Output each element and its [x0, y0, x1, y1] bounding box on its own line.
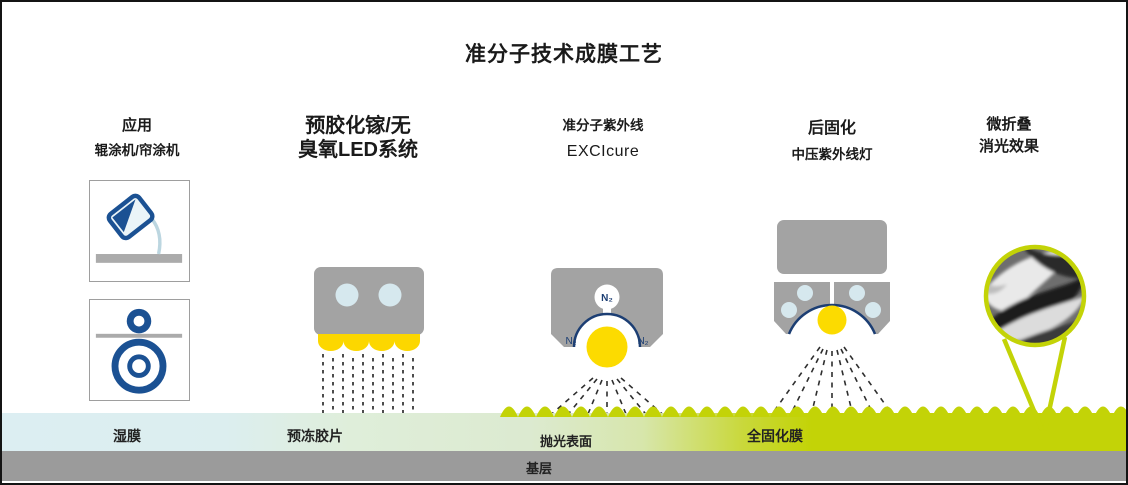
- roller-coater-icon: [95, 308, 183, 394]
- nitrogen-label-right: N₂: [637, 336, 648, 347]
- stage-subtitle: 辊涂机/帘涂机: [94, 143, 180, 158]
- stage-subtitle: 中压紫外线灯: [791, 147, 873, 162]
- stage-label-micro-fold: 微折叠 消光效果: [979, 114, 1039, 158]
- diagram-title: 准分子技术成膜工艺: [465, 43, 663, 66]
- stage-label-application: 应用 辊涂机/帘涂机: [95, 114, 180, 159]
- stage-label-pregel-led: 预胶化镓/无 臭氧LED系统: [298, 114, 418, 162]
- stage-title-line2: 臭氧LED系统: [298, 139, 418, 161]
- nitrogen-label-top: N₂: [601, 293, 613, 304]
- zigzag-texture-path: [500, 406, 1126, 417]
- film-band: [2, 413, 1126, 451]
- stage-title: 微折叠: [986, 116, 1032, 133]
- stage-subtitle: EXCIcure: [566, 143, 640, 160]
- fully-cured-film-label: 全固化膜: [747, 428, 803, 444]
- substrate-band: [2, 451, 1126, 481]
- stage-label-post-cure: 后固化 中压紫外线灯: [792, 114, 873, 163]
- substrate-label: 基层: [525, 461, 553, 476]
- post-cure-lamp-icon: [761, 220, 903, 430]
- polished-surface-label: 抛光表面: [539, 434, 593, 449]
- wet-film-label: 湿膜: [113, 428, 141, 444]
- curtain-coater-box: [89, 180, 190, 282]
- micro-fold-magnifier: [983, 244, 1087, 431]
- pouring-cup-icon: [95, 193, 183, 263]
- stage-title: 预胶化镓/无: [305, 115, 411, 137]
- stage-label-excimer-uv: 准分子紫外线 EXCIcure: [563, 114, 644, 161]
- zigzag-texture: [500, 406, 1126, 417]
- uv-rain-rays: [322, 354, 414, 422]
- nitrogen-label-left: N₂: [565, 336, 576, 347]
- stage-title: 应用: [121, 117, 153, 134]
- stage-title: 准分子紫外线: [562, 118, 644, 133]
- roller-coater-box: [89, 299, 190, 401]
- led-curing-unit-icon: [314, 267, 424, 422]
- stage-subtitle: 消光效果: [978, 138, 1040, 155]
- stage-title: 后固化: [807, 120, 856, 137]
- pre-gel-film-label: 预冻胶片: [287, 428, 343, 444]
